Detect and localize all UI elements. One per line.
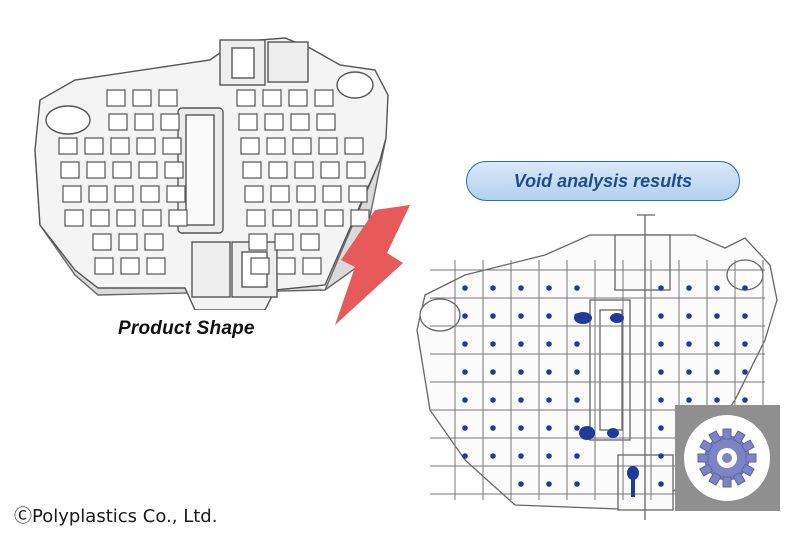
copyright-text: ⒸPolyplastics Co., Ltd.: [14, 506, 218, 527]
product-shape-illustration: [34, 37, 389, 310]
gear-icon: [684, 415, 770, 501]
arrow-icon: [335, 205, 410, 325]
void-analysis-badge-label: Void analysis results: [513, 170, 693, 191]
void-analysis-badge: Void analysis results: [466, 161, 740, 201]
gear-widget[interactable]: [675, 405, 780, 511]
product-shape-caption: Product Shape: [118, 318, 255, 339]
arrow-shape: [335, 205, 410, 325]
